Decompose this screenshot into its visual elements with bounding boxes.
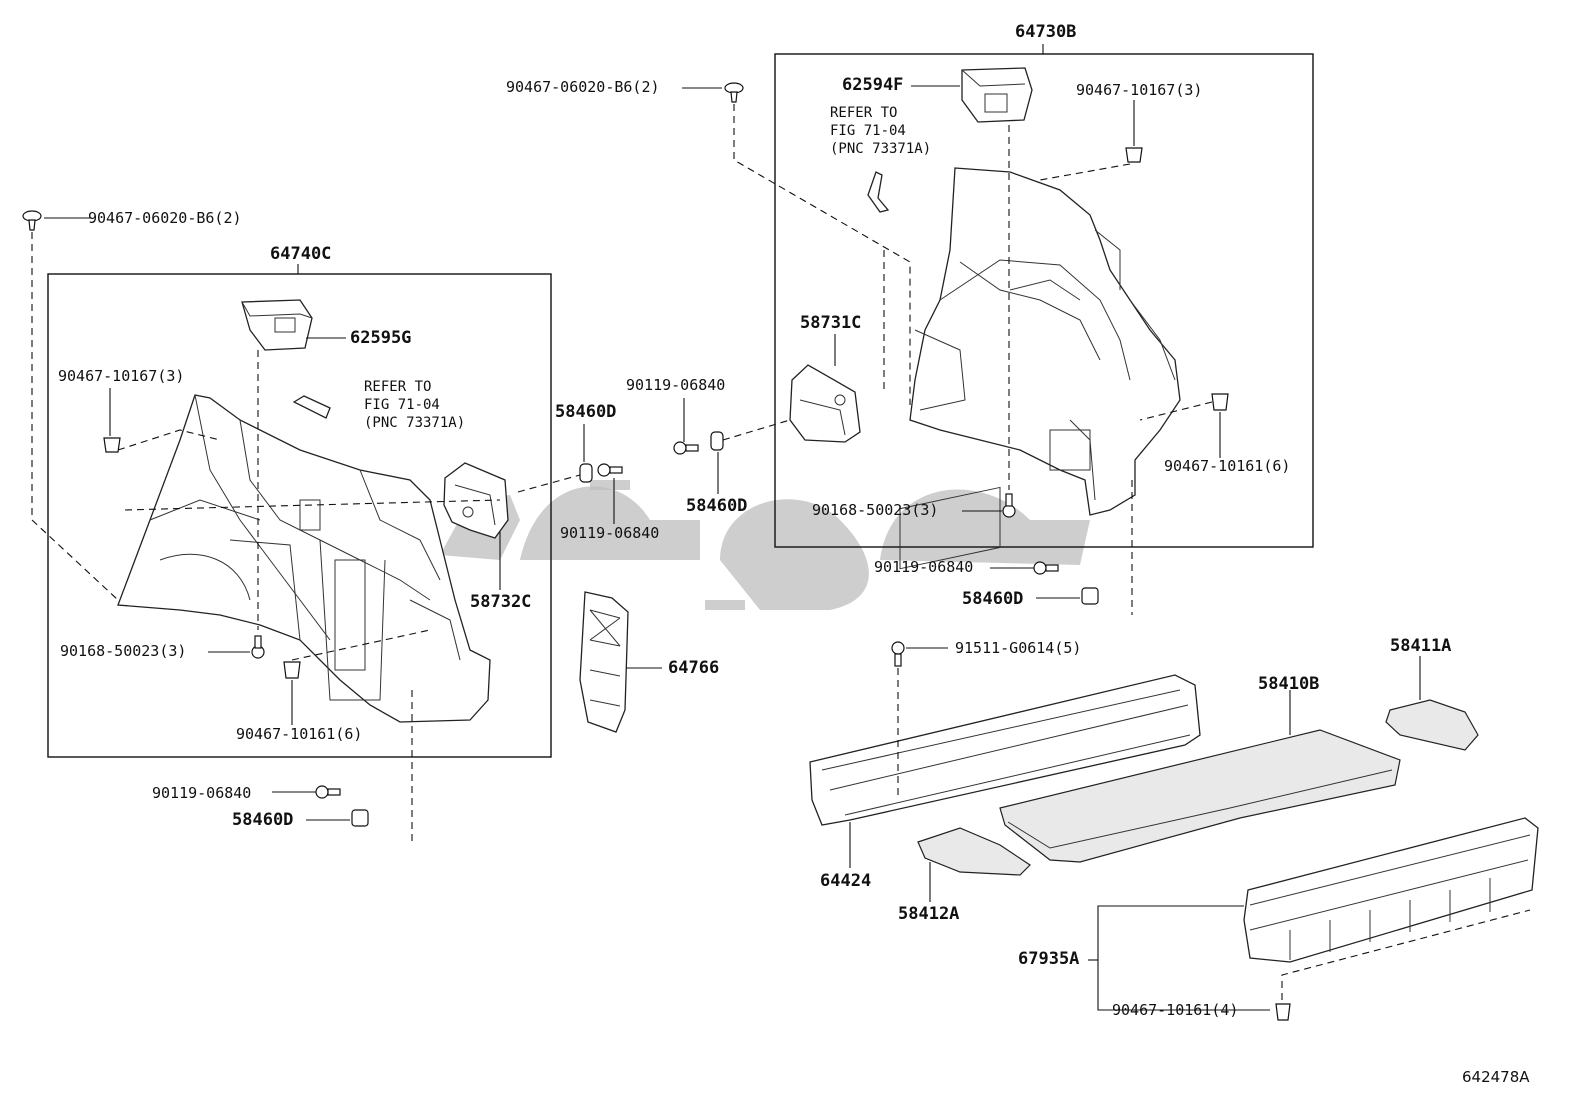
deck-cover-58412a[interactable] xyxy=(917,827,1031,876)
label-90467-10161-4[interactable]: 90467-10161(4) xyxy=(1112,1001,1239,1019)
refer-note-left: REFER TO FIG 71-04 (PNC 73371A) xyxy=(364,379,466,431)
label-64424[interactable]: 64424 xyxy=(820,871,872,891)
label-67935a[interactable]: 67935A xyxy=(1018,949,1080,969)
label-90119-06840-a[interactable]: 90119-06840 xyxy=(626,376,726,394)
label-58460d-b[interactable]: 58460D xyxy=(686,496,748,516)
nut-icon xyxy=(351,431,1099,827)
refer-part-left xyxy=(292,395,331,419)
quarter-trim-left[interactable] xyxy=(117,394,491,723)
tray-62595g[interactable] xyxy=(241,299,313,351)
label-58411a[interactable]: 58411A xyxy=(1390,636,1452,656)
label-58732c[interactable]: 58732C xyxy=(470,592,532,612)
label-91511-g0614[interactable]: 91511-G0614(5) xyxy=(955,639,1082,657)
label-58410b[interactable]: 58410B xyxy=(1258,674,1320,694)
label-90467-10161-left[interactable]: 90467-10161(6) xyxy=(236,725,363,743)
label-90467-10161-right[interactable]: 90467-10161(6) xyxy=(1164,457,1291,475)
leader-lines xyxy=(44,85,1421,1011)
deck-board-58410b[interactable] xyxy=(999,729,1401,863)
assembly-box-left xyxy=(47,273,552,758)
label-90168-50023-right[interactable]: 90168-50023(3) xyxy=(812,501,939,519)
deck-board-64424[interactable] xyxy=(809,486,1201,826)
label-90467-10167-right[interactable]: 90467-10167(3) xyxy=(1076,81,1203,99)
label-64766[interactable]: 64766 xyxy=(668,658,720,678)
label-90467-06020-left[interactable]: 90467-06020-B6(2) xyxy=(88,209,242,227)
guide-lines xyxy=(31,104,1531,1000)
label-assy-left: 64740C xyxy=(270,244,332,264)
screw-icon xyxy=(251,441,1059,799)
label-62595g[interactable]: 62595G xyxy=(350,328,412,348)
tray-62594f[interactable] xyxy=(961,67,1033,123)
label-58731c[interactable]: 58731C xyxy=(800,313,862,333)
label-58412a[interactable]: 58412A xyxy=(898,904,960,924)
label-90119-06840-c[interactable]: 90119-06840 xyxy=(874,558,974,576)
label-58460d-c[interactable]: 58460D xyxy=(962,589,1024,609)
label-90119-06840-d[interactable]: 90119-06840 xyxy=(152,784,252,802)
label-90119-06840-b[interactable]: 90119-06840 xyxy=(560,524,660,542)
bracket-58731c[interactable] xyxy=(789,364,861,443)
bracket-64766[interactable] xyxy=(579,591,629,733)
scuff-plate-67935a[interactable] xyxy=(1243,817,1539,963)
figure-code: 642478A xyxy=(1462,1068,1530,1086)
label-90467-10167-left[interactable]: 90467-10167(3) xyxy=(58,367,185,385)
refer-part-right xyxy=(867,171,890,213)
label-assy-right: 64730B xyxy=(1015,22,1077,42)
label-90168-50023-left[interactable]: 90168-50023(3) xyxy=(60,642,187,660)
label-58460d-a[interactable]: 58460D xyxy=(555,402,617,422)
label-62594f[interactable]: 62594F xyxy=(842,75,904,95)
deck-cover-58411a[interactable] xyxy=(1385,699,1479,751)
clip-icon xyxy=(22,82,1291,1021)
assembly-box-right xyxy=(774,53,1314,548)
label-58460d-d[interactable]: 58460D xyxy=(232,810,294,830)
label-90467-06020-right[interactable]: 90467-06020-B6(2) xyxy=(506,78,660,96)
quarter-trim-right[interactable] xyxy=(909,167,1181,516)
refer-note-right: REFER TO FIG 71-04 (PNC 73371A) xyxy=(830,105,932,157)
